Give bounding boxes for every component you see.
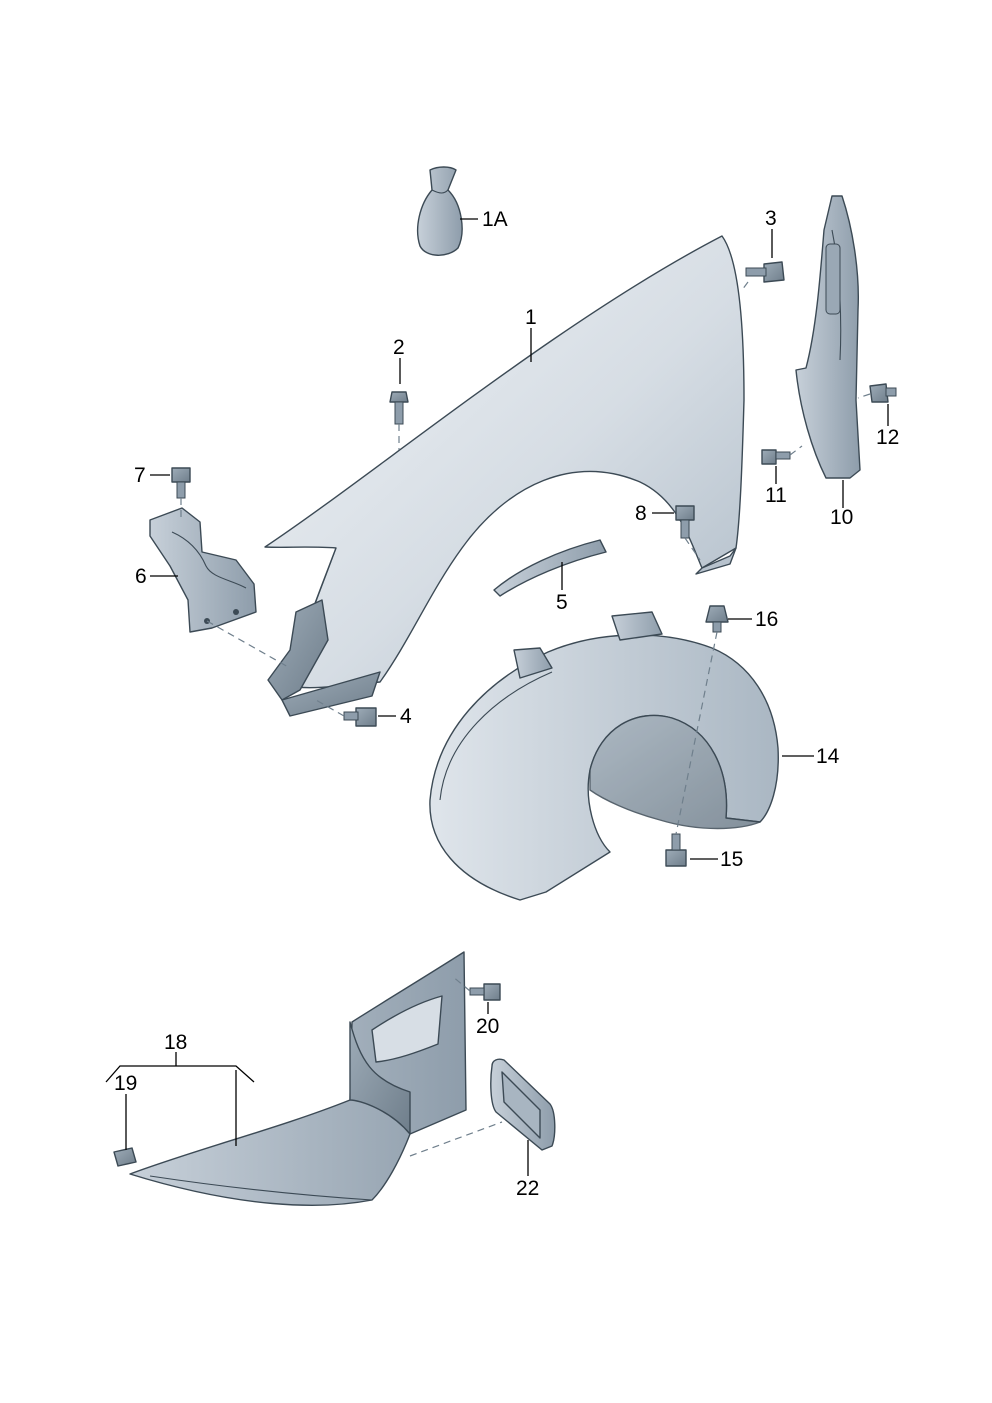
- fastener-16-clip: [705, 605, 729, 633]
- callout-5: 5: [556, 591, 568, 614]
- callout-3: 3: [765, 207, 777, 230]
- part-14-wheelhouse-liner: [429, 611, 779, 901]
- callout-1: 1: [525, 306, 537, 329]
- part-6-bracket: [149, 507, 257, 633]
- callouts: 1A 1 2 3 4 5 6 7 8 10 11 12 14 15 16 18 …: [114, 207, 899, 1200]
- fastener-12-screw: [869, 383, 897, 403]
- part-fender-mount-flange: [267, 599, 381, 717]
- callout-18: 18: [164, 1031, 187, 1054]
- fastener-20-screw: [469, 983, 501, 1001]
- part-18-lower-shield: [129, 951, 467, 1206]
- part-22-access-cover: [490, 1058, 556, 1151]
- leader-lines: [105, 218, 889, 1176]
- callout-12: 12: [876, 426, 899, 449]
- callout-19: 19: [114, 1072, 137, 1095]
- fastener-15-screw: [665, 833, 687, 867]
- part-1-front-fender: [264, 235, 745, 689]
- callout-8: 8: [635, 502, 647, 525]
- fastener-11-screw: [761, 449, 791, 465]
- callout-22: 22: [516, 1177, 539, 1200]
- callout-10: 10: [830, 506, 853, 529]
- fastener-3-screw: [745, 261, 785, 283]
- part-10-side-panel: [795, 195, 861, 479]
- fastener-7-screw: [171, 467, 191, 499]
- callout-6: 6: [135, 565, 147, 588]
- fastener-2-screw: [389, 391, 409, 425]
- callout-20: 20: [476, 1015, 499, 1038]
- fastener-8-screw: [675, 505, 695, 539]
- fastener-19-clip-nut: [113, 1147, 137, 1167]
- callout-1a: 1A: [482, 208, 508, 231]
- callout-2: 2: [393, 336, 405, 359]
- callout-7: 7: [134, 464, 146, 487]
- part-5-arch-trim: [493, 539, 607, 597]
- callout-4: 4: [400, 705, 412, 728]
- assembly-lines: [180, 281, 871, 1157]
- callout-15: 15: [720, 848, 743, 871]
- fastener-4-screw: [343, 707, 377, 727]
- callout-16: 16: [755, 608, 778, 631]
- callout-14: 14: [816, 745, 840, 768]
- callout-11: 11: [765, 484, 787, 507]
- part-1a-sealant-bag: [416, 166, 463, 256]
